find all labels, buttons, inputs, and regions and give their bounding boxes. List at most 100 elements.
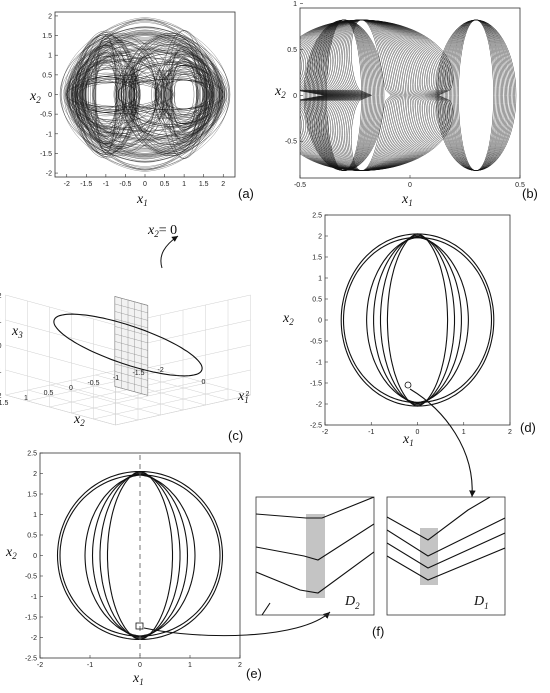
panel-c-x2-tick: 1 xyxy=(24,395,28,402)
panel-a-orbit-1-58 xyxy=(129,33,212,156)
panel-a-orbit-1-61 xyxy=(118,70,223,119)
panel-b-lobe-1-12 xyxy=(442,19,510,171)
panel-c-wall-grid xyxy=(5,294,116,326)
panel-a-outer-orbit-10 xyxy=(79,34,211,155)
panel-a-orbit-1-23 xyxy=(129,44,212,145)
panel-d-ylabel: x2 xyxy=(282,311,294,327)
panel-b-lobe-0-15 xyxy=(306,19,382,171)
panel-b-lobe-0-0 xyxy=(326,19,362,171)
panel-d-ytick-label: 2 xyxy=(318,234,322,241)
panel-b-lobe-1-16 xyxy=(437,19,515,171)
panel-b-orbit-26 xyxy=(304,19,431,171)
panel-c-x2-tick: -0.5 xyxy=(87,380,99,387)
panel-a-orbit-0-61 xyxy=(72,68,167,121)
panel-d-ytick-label: -1.5 xyxy=(310,381,322,388)
panel-d-trajectory xyxy=(340,233,495,407)
panel-a-orbit-1-25 xyxy=(117,73,223,116)
panel-b-orbit-6 xyxy=(340,19,399,171)
panel-b-lobe-1-1 xyxy=(456,19,496,171)
panel-b-xtick-label: -0.5 xyxy=(294,182,306,189)
inset-d1-label: D1 xyxy=(473,594,489,611)
panel-c-wall-grid xyxy=(5,344,116,376)
panel-e-ytick-label: 1.5 xyxy=(27,492,37,499)
panel-d-ytick-label: 0 xyxy=(318,318,322,325)
panel-c-grid xyxy=(5,294,251,426)
panel-a-xtick-label: -0.5 xyxy=(119,181,131,188)
panel-e-xtick-label: 1 xyxy=(188,662,192,669)
panel-a-orbit-1-55 xyxy=(126,56,215,133)
panel-b-lobe-1-2 xyxy=(455,19,497,171)
panel-c-x2-tick: 0.5 xyxy=(44,390,54,397)
panel-c-plane-arrow xyxy=(160,235,179,269)
panel-b-lobe-0-10 xyxy=(313,19,376,171)
panel-b-orbit-29 xyxy=(300,19,436,171)
panel-a-outer-orbit-27 xyxy=(69,29,221,160)
panel-c-floor-grid xyxy=(50,384,161,416)
panel-b-orbit-13 xyxy=(328,19,408,171)
panel-b-orbit-31 xyxy=(300,19,440,171)
panel-c-plane-grid xyxy=(114,363,148,374)
inset-d1-line-1 xyxy=(387,517,505,557)
panel-c-xlabel: x2 xyxy=(73,412,85,428)
panel-c-floor-grid xyxy=(27,389,139,421)
panel-a-orbit-0-67 xyxy=(85,52,127,137)
panel-b-ytick-label: 1 xyxy=(293,1,297,8)
panel-b-lobe-0-16 xyxy=(305,19,383,171)
panel-a-ytick-label: -1.5 xyxy=(40,151,52,158)
panel-b-xtick-label: 0 xyxy=(408,182,412,189)
inset-d2-line-0 xyxy=(256,497,374,519)
panel-d-ytick-label: -0.5 xyxy=(310,339,322,346)
panel-a-outer-orbit-20 xyxy=(67,17,223,172)
inset-d2-section-band xyxy=(306,514,325,598)
panel-b-orbit-10 xyxy=(333,19,404,171)
panel-a-outer-orbit-24 xyxy=(59,27,231,162)
panel-b-orbit-32 xyxy=(300,19,441,171)
panel-a-xtick-label: -1.5 xyxy=(80,181,92,188)
panel-c-zlabel: x3 xyxy=(11,324,23,340)
panel-a-orbit-0-19 xyxy=(92,79,119,110)
panel-c-plane-grid xyxy=(114,296,148,306)
panel-e-ytick-label: -2.5 xyxy=(25,656,37,663)
panel-a-orbit-0-60 xyxy=(82,40,157,149)
panel-a-orbit-0-44 xyxy=(85,65,127,124)
panel-a-ytick-label: 1.5 xyxy=(42,33,52,40)
panel-e-ytick-label: 2 xyxy=(33,471,37,478)
panel-b-orbit-15 xyxy=(324,19,411,171)
panel-b-lobe-1-15 xyxy=(438,19,514,171)
panel-a-outer-orbit-44 xyxy=(67,43,223,146)
panel-a-outer-orbit-35 xyxy=(74,19,216,170)
panel-b-orbit-34 xyxy=(300,19,445,171)
panel-a-outer-orbit-12 xyxy=(81,48,209,141)
panel-b-xlabel: x1 xyxy=(401,192,413,208)
panel-b-lobe-1-6 xyxy=(450,19,502,171)
panel-b-lobe-0-14 xyxy=(307,19,381,171)
panel-e-inner-orbit-0 xyxy=(106,470,174,641)
panel-a-outer-orbit-37 xyxy=(62,57,228,132)
panel-a-outer-orbit-1 xyxy=(60,19,230,170)
panel-c-plane-grid xyxy=(114,333,148,344)
panel-d-ytick-label: -2.5 xyxy=(310,423,322,430)
panel-b-label: (b) xyxy=(522,186,538,201)
panel-d-ytick-label: -1 xyxy=(316,360,322,367)
panel-b-lobe-1-10 xyxy=(444,19,507,171)
panel-b-lobe-1-11 xyxy=(443,19,509,171)
panel-d-ytick-label: 0.5 xyxy=(312,297,322,304)
panel-d-inner-orbit-0 xyxy=(386,233,449,407)
panel-d-outer-orbit xyxy=(342,236,493,404)
panel-a-xlabel: x1 xyxy=(136,192,148,208)
panel-c-x2-tick: -1 xyxy=(113,375,119,382)
panel-b-lobe-0-11 xyxy=(311,19,377,171)
panel-a-outer-orbit-26 xyxy=(85,43,205,146)
panel-b-ylabel: x2 xyxy=(274,84,286,100)
panel-b-lobe-1-14 xyxy=(439,19,513,171)
panel-a-label: (a) xyxy=(238,186,254,201)
panel-d-xtick-label: -1 xyxy=(368,429,374,436)
panel-c-wall-grid xyxy=(5,394,116,426)
panel-a-ytick-label: 0 xyxy=(48,92,52,99)
